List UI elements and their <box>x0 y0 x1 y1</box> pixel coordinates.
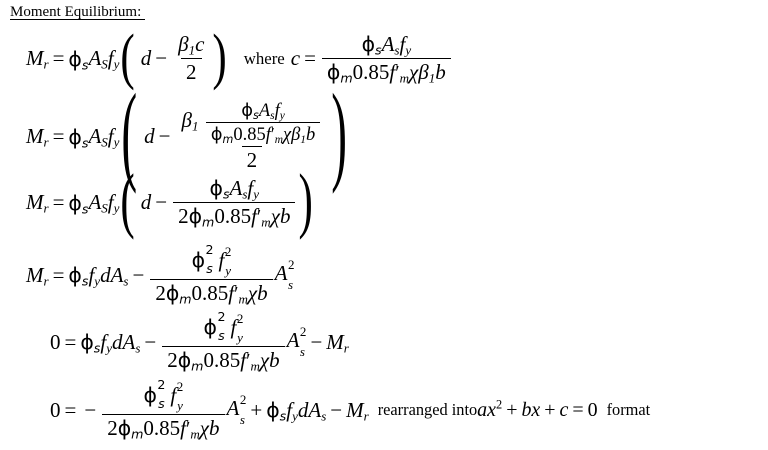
symbol-zero: 0 <box>50 329 61 354</box>
symbol-Mr: Mr <box>26 124 49 150</box>
equation-line-2: Mr = ϕs AS fy ( d − β1 ϕsAsfy ϕm0.85f′mχ… <box>26 79 349 189</box>
paren-close-icon: ) <box>212 23 227 92</box>
symbol-phi-s: ϕs <box>68 46 89 73</box>
symbol-As: AS <box>88 190 108 216</box>
minus-operator: − <box>155 46 168 70</box>
symbol-d: d <box>140 190 152 214</box>
symbol-As: As <box>308 397 327 424</box>
fraction-denominator: ϕm0.85f′mχβ1b <box>321 58 451 85</box>
equals-operator: = <box>64 397 77 422</box>
symbol-d: d <box>297 397 309 422</box>
symbol-As: AS <box>88 46 108 72</box>
fraction-denominator: 2ϕm0.85f′mχb <box>150 278 273 306</box>
fraction-numerator: ϕsAsfy <box>209 176 260 202</box>
symbol-d: d <box>111 329 123 354</box>
symbol-Mr: Mr <box>26 190 49 216</box>
symbol-fy: fy <box>107 190 120 216</box>
fraction-simplified: ϕsAsfy 2ϕm0.85f′mχb <box>173 176 296 229</box>
fraction-denominator: 2ϕm0.85f′mχb <box>162 345 285 373</box>
symbol-As: As <box>122 329 141 356</box>
minus-operator: − <box>158 124 171 148</box>
minus-operator: − <box>84 397 97 422</box>
format-label: format <box>606 400 651 420</box>
symbol-Mr: Mr <box>326 329 349 356</box>
symbol-d: d <box>140 46 152 70</box>
symbol-phi-s: ϕs <box>80 330 101 357</box>
symbol-As: As <box>110 262 129 289</box>
equation-line-1: Mr = ϕs AS fy ( d − β1c 2 ) where c = ϕs… <box>26 23 453 92</box>
fraction-denominator: 2 <box>181 58 202 85</box>
symbol-phi-s: ϕs <box>68 190 89 217</box>
equals-operator: = <box>52 124 65 148</box>
paren-open-icon: ( <box>120 23 135 92</box>
paren-close-icon: ) <box>298 161 313 242</box>
symbol-fy: fy <box>286 397 298 424</box>
minus-operator: − <box>155 190 168 214</box>
symbol-zero: 0 <box>50 397 61 422</box>
symbol-phi-s: ϕs <box>68 263 89 290</box>
minus-operator: − <box>144 329 157 354</box>
equals-operator: = <box>52 262 65 287</box>
fraction-beta1c-over-2: β1c 2 <box>173 32 209 85</box>
page-title: Moment Equilibrium: <box>10 4 145 20</box>
fraction-denominator: 2 <box>241 146 263 173</box>
rearranged-label: rearranged into <box>377 400 478 420</box>
paren-close-icon: ) <box>331 73 347 196</box>
fraction-numerator: ϕsAsfy <box>361 32 412 58</box>
symbol-phi-s: ϕs <box>68 124 89 151</box>
where-label: where <box>243 48 285 68</box>
fraction-numerator: β1c <box>178 32 205 58</box>
equals-operator: = <box>52 190 65 214</box>
symbol-Mr: Mr <box>26 262 49 289</box>
minus-operator-2: − <box>330 397 343 422</box>
fraction-outer-over-2: β1 ϕsAsfy ϕm0.85f′mχβ1b 2 <box>177 100 328 173</box>
symbol-fy: fy <box>107 46 120 72</box>
equals-operator-2: = <box>304 46 316 70</box>
minus-operator-2: − <box>310 329 323 354</box>
fraction-denominator: ϕm0.85f′mχβ1b <box>205 122 321 146</box>
fraction-denominator: 2ϕm0.85f′mχb <box>102 413 225 441</box>
equation-line-3: Mr = ϕs AS fy ( d − ϕsAsfy 2ϕm0.85f′mχb … <box>26 161 314 242</box>
quadratic-form-expression: ax2+bx+c=0 <box>477 397 598 421</box>
equals-operator: = <box>52 46 65 70</box>
symbol-fy: fy <box>107 124 120 150</box>
symbol-d: d <box>100 262 111 287</box>
symbol-As: AS <box>88 124 108 150</box>
symbol-fy: fy <box>88 262 101 289</box>
minus-operator: − <box>132 262 145 287</box>
fraction-c-definition: ϕsAsfy ϕm0.85f′mχβ1b <box>321 32 451 85</box>
plus-operator: + <box>250 397 263 422</box>
symbol-Mr: Mr <box>26 46 49 72</box>
symbol-fy: fy <box>100 329 112 356</box>
symbol-c: c <box>290 46 301 70</box>
fraction-inner-c: ϕsAsfy ϕm0.85f′mχβ1b <box>205 100 321 146</box>
symbol-d: d <box>144 124 155 148</box>
symbol-Mr: Mr <box>346 397 369 424</box>
fraction-numerator: β1 ϕsAsfy ϕm0.85f′mχβ1b <box>177 100 328 146</box>
paren-open-icon: ( <box>121 73 138 196</box>
equals-operator: = <box>64 329 77 354</box>
symbol-phi-s: ϕs <box>266 398 287 425</box>
fraction-denominator: 2ϕm0.85f′mχb <box>173 202 296 229</box>
fraction-numerator: ϕsAsfy <box>241 100 285 123</box>
paren-open-icon: ( <box>120 161 135 242</box>
